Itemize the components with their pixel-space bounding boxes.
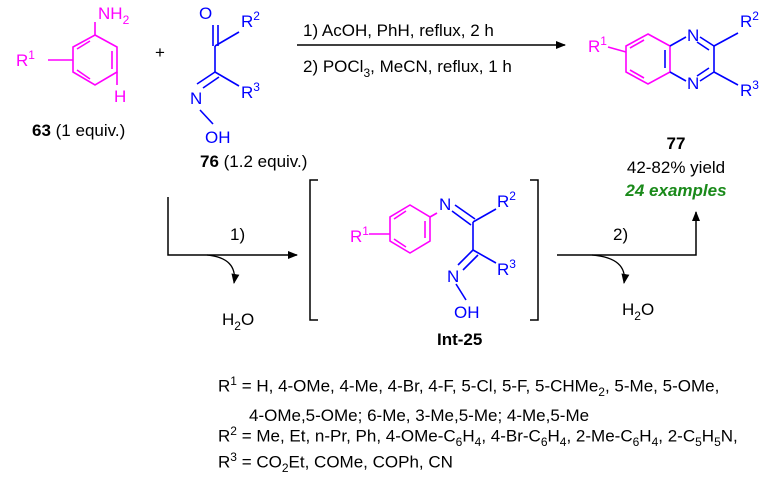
intermediate-oxime-n: N	[447, 267, 459, 286]
step2-label: 2)	[613, 225, 628, 244]
intermediate-r1: R1	[350, 224, 369, 246]
bracket-right	[530, 179, 539, 321]
label-int-25: Int-25	[437, 330, 482, 349]
intermediate-imine-n: N	[439, 195, 451, 214]
label-76: 76 (1.2 equiv.)	[200, 152, 307, 171]
product-yield: 42-82% yield	[627, 158, 725, 177]
aniline-ortho-h: H	[114, 87, 126, 106]
oxime-r2: R2	[241, 9, 260, 31]
aniline-amine: NH2	[98, 4, 130, 27]
step2-water: H2O	[622, 300, 654, 323]
oxime-r3: R3	[241, 80, 260, 102]
oxime-structure: O R2 R3 N OH 76 (1.2 equiv.)	[190, 4, 307, 171]
product-benzo-ring	[625, 33, 671, 85]
product-n-top: N	[687, 26, 699, 45]
intermediate-oxime-oh: OH	[454, 303, 480, 322]
label-63: 63 (1 equiv.)	[32, 121, 125, 140]
intermediate-r2: R2	[497, 189, 516, 211]
step1-water-arrow	[206, 254, 240, 284]
aniline-r1: R1	[16, 48, 35, 70]
condition-step2: 2) POCl3, MeCN, reflux, 1 h	[303, 57, 512, 80]
oxime-bonds	[196, 25, 240, 125]
intermediate-bonds	[451, 204, 497, 301]
product-n-bottom: N	[687, 74, 699, 93]
step2-arrow	[557, 211, 700, 256]
product-pyrazine-ring	[669, 32, 739, 86]
step2-water-arrow	[591, 254, 630, 284]
substituents-r2: R2 = Me, Et, n-Pr, Ph, 4-OMe-C6H4, 4-Br-…	[218, 424, 738, 450]
product-r1-bond	[607, 46, 627, 53]
intermediate-structure: R1 N R2 R3 N OH Int-25	[350, 189, 516, 349]
oxime-oh: OH	[205, 128, 231, 147]
product-r1: R1	[588, 34, 607, 56]
product-r3: R3	[740, 78, 759, 100]
oxime-n: N	[190, 89, 202, 108]
intermediate-r3: R3	[497, 257, 516, 279]
bracket-left	[309, 179, 318, 321]
condition-step1: 1) AcOH, PhH, reflux, 2 h	[303, 21, 494, 40]
quinoxaline-structure: N N R2 R3 R1 77 42-82% yield 24 examples	[588, 9, 759, 200]
step1-label: 1)	[230, 225, 245, 244]
product-r2: R2	[740, 9, 759, 31]
substituents-r1: R1 = H, 4-OMe, 4-Me, 4-Br, 4-F, 5-Cl, 5-…	[218, 369, 719, 428]
intermediate-ring	[369, 204, 438, 254]
substituents-r1-line2: 4-OMe,5-OMe; 6-Me, 3-Me,5-Me; 4-Me,5-Me	[249, 406, 590, 426]
step1-water: H2O	[222, 310, 254, 333]
substituents-r3: R3 = CO2Et, COMe, COPh, CN	[218, 450, 453, 476]
plus-sign: +	[155, 43, 165, 62]
aniline-ring	[48, 22, 118, 86]
step1-arrow	[167, 197, 298, 259]
oxime-carbonyl-o: O	[199, 4, 212, 23]
product-examples: 24 examples	[624, 181, 726, 200]
label-77: 77	[667, 134, 686, 153]
aniline-structure: NH2 H R1 63 (1 equiv.)	[16, 4, 130, 140]
